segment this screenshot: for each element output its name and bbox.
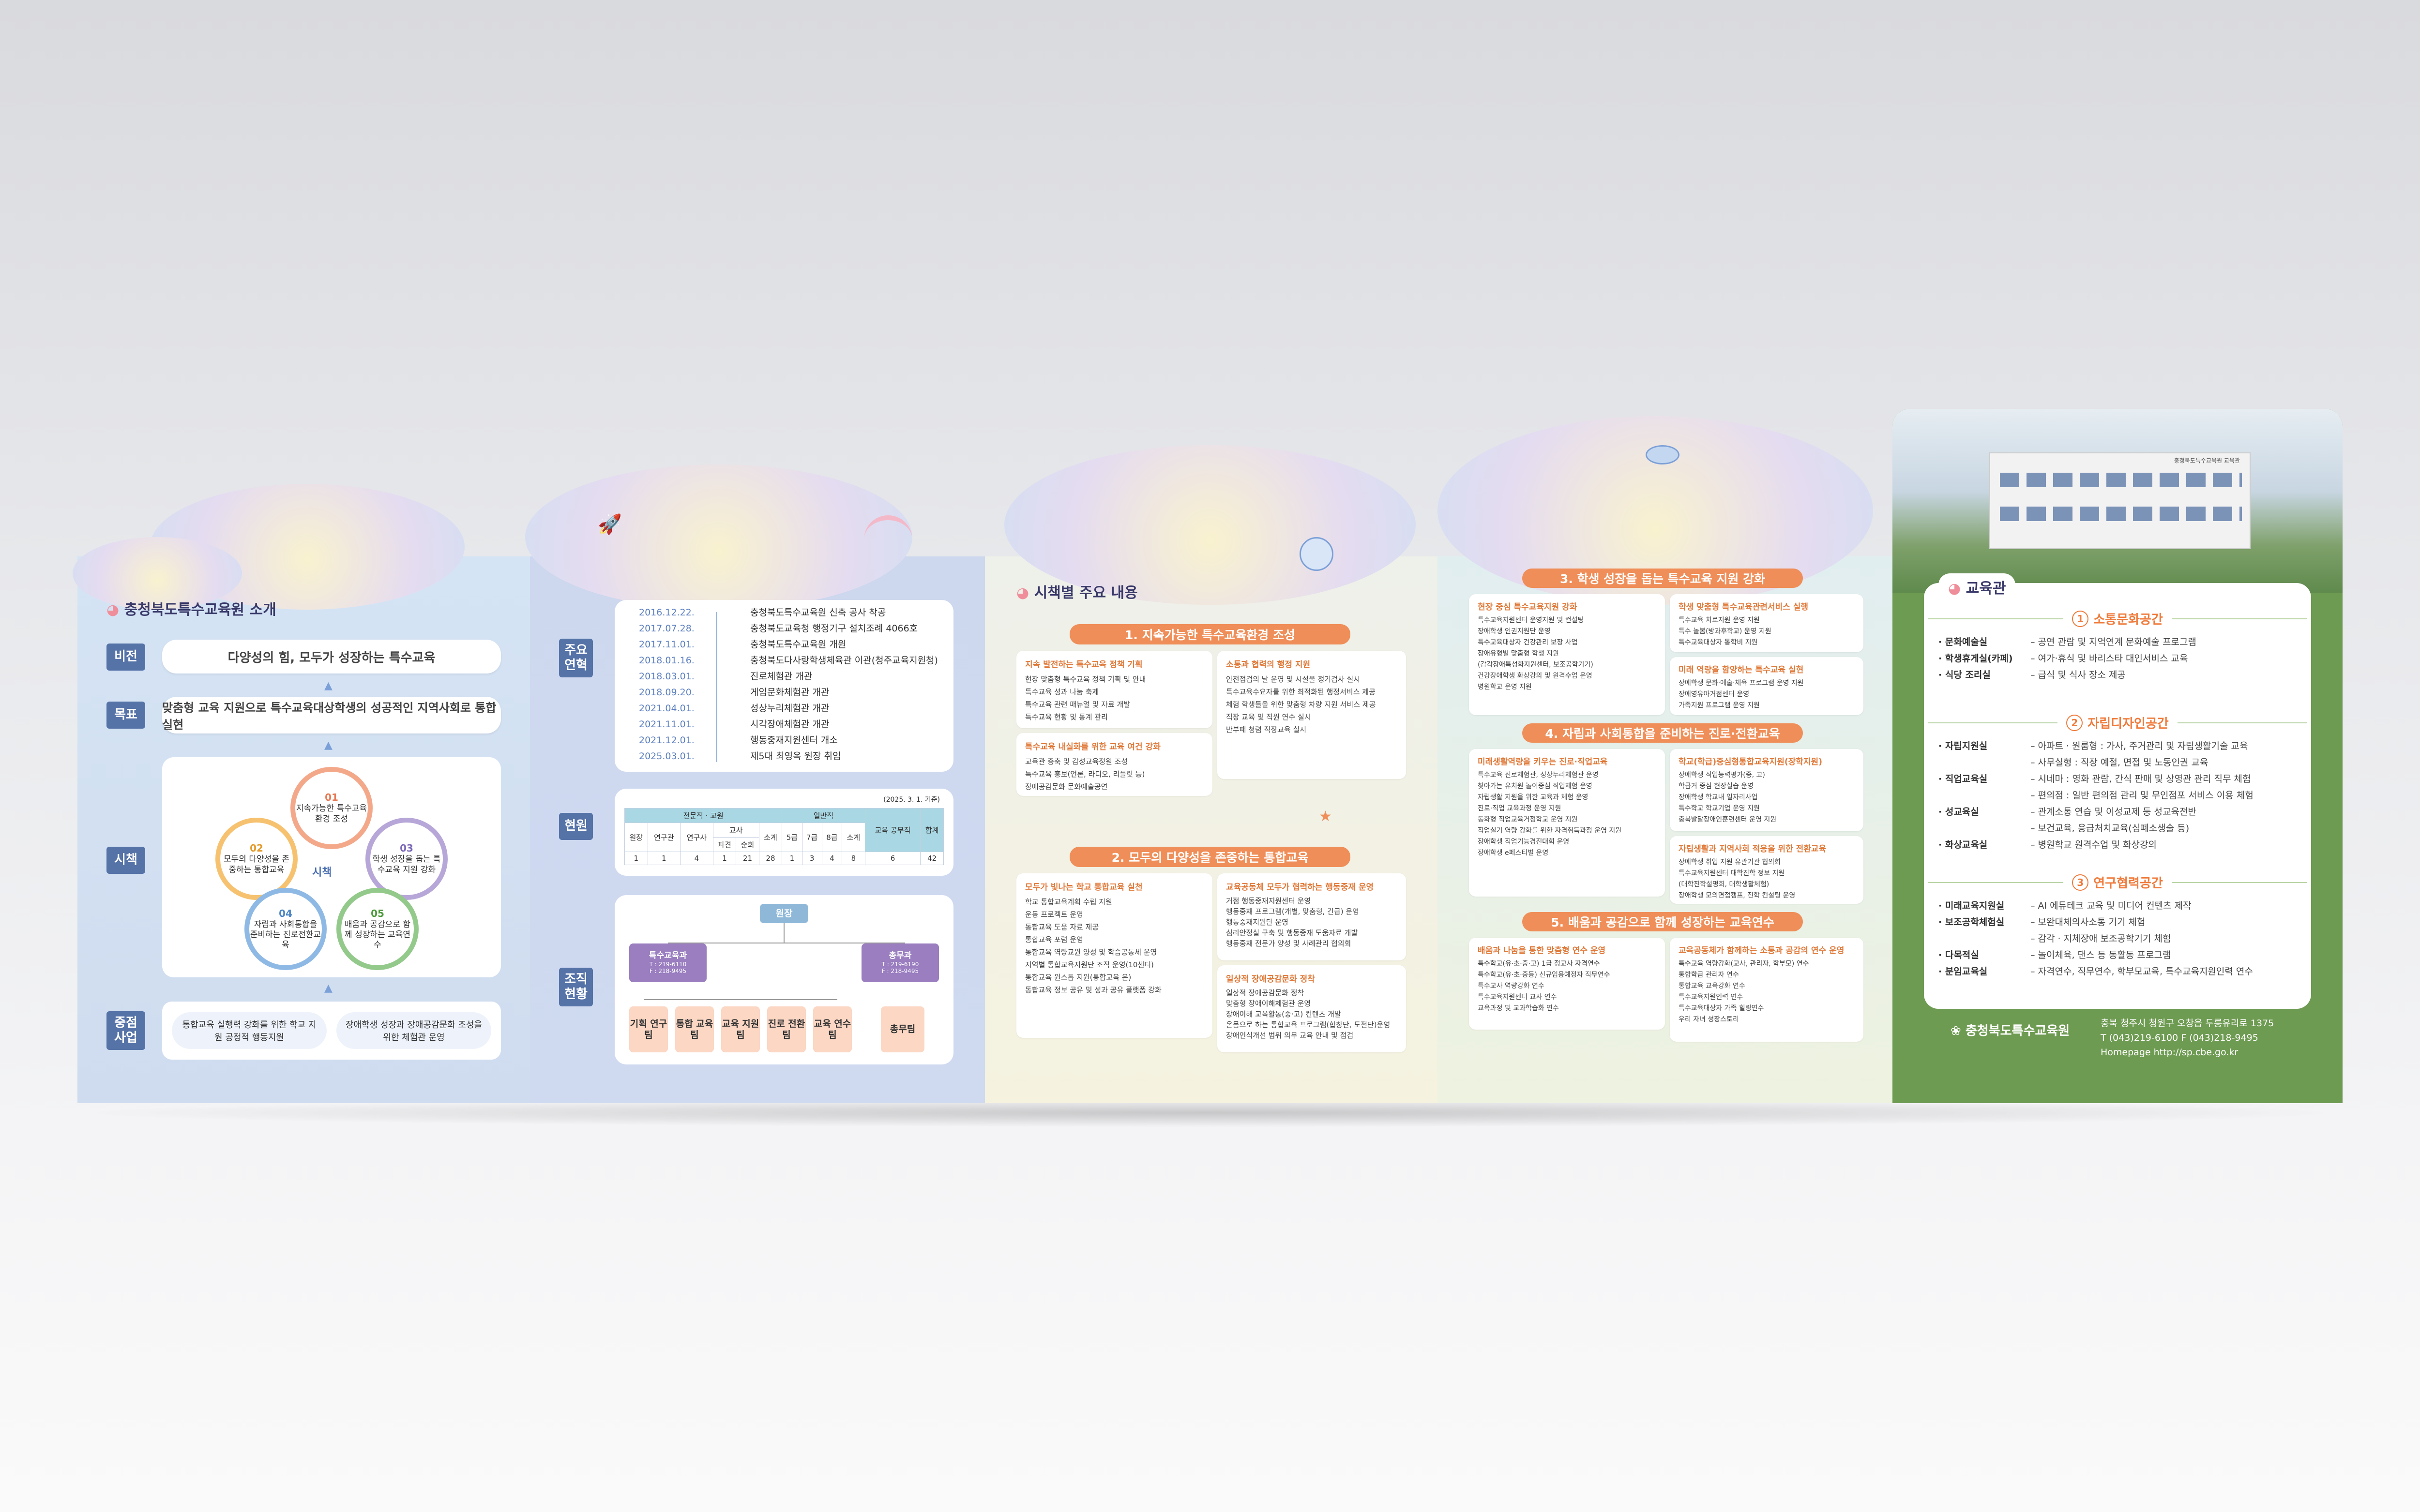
org-team: 기획 연구팀	[629, 1006, 668, 1052]
brain-icon: ◕	[106, 601, 124, 618]
policy-heading-5: 5. 배움과 공감으로 함께 성장하는 교육연수	[1522, 912, 1803, 931]
label-vision: 비전	[106, 644, 145, 671]
label-policy: 시책	[106, 847, 145, 874]
org-team: 통합 교육팀	[675, 1006, 714, 1052]
asof-text: (2025. 3. 1. 기준)	[883, 796, 940, 804]
brain-icon: ◕	[1016, 584, 1034, 601]
facility-rows-2: · 자립지원실– 아파트 · 원룸형 : 가사, 주거관리 및 자립생활기술 교…	[1938, 741, 2254, 850]
star-icon: ★	[1319, 808, 1332, 825]
facility-title: ◕ 교육관	[1938, 573, 2016, 600]
building-icon: 충청북도특수교육원 교육관	[1989, 452, 2251, 549]
history-box: 2016.12.22.2017.07.28.2017.11.01.2018.01…	[615, 600, 953, 772]
brain-icon: ◕	[1948, 580, 1966, 597]
policy-center: 시책	[312, 867, 332, 879]
org-team: 총무팀	[881, 1006, 924, 1052]
chevron-up-icon: ▲	[324, 739, 333, 751]
section-title: ◕ 시책별 주요 내용	[1016, 584, 1138, 601]
org-line	[644, 999, 837, 1000]
focus-box: 통합교육 실행력 강화를 위한 학교 지원 공정적 행동지원 장애학생 성장과 …	[162, 1002, 501, 1060]
address: 충북 청주시 청원구 오창읍 두릉유리로 1375	[2101, 1018, 2274, 1029]
panel-intro: ◕ 충청북도특수교육원 소개 비전 다양성의 힘, 모두가 성장하는 특수교육 …	[73, 484, 530, 1103]
rainbow-icon	[864, 515, 912, 544]
label-focus: 중점 사업	[106, 1011, 145, 1050]
vision-text: 다양성의 힘, 모두가 성장하는 특수교육	[162, 640, 501, 674]
chevron-up-icon: ▲	[324, 982, 333, 994]
cloud-decoration	[1004, 445, 1416, 605]
timeline-line	[716, 612, 717, 762]
label-goal: 목표	[106, 702, 145, 729]
planet-icon	[1646, 445, 1679, 464]
building-photo: 충청북도특수교육원 교육관	[1892, 409, 2343, 593]
label-org: 조직 현황	[559, 968, 593, 1006]
policy-card: 학교(학급)중심형통합교육지원(장학지원)장애학생 직업능력평가(중, 고)학급…	[1670, 749, 1863, 831]
org-line	[784, 923, 785, 943]
org-emblem-icon: ❀	[1951, 1024, 1966, 1038]
org-team: 진로 전환팀	[767, 1006, 806, 1052]
policy-heading-4: 4. 자립과 사회통합을 준비하는 진로·전환교육	[1522, 723, 1803, 743]
focus-item: 장애학생 성장과 장애공감문화 조성을 위한 체험관 운영	[336, 1012, 491, 1049]
chevron-up-icon: ▲	[324, 680, 333, 692]
label-history: 주요 연혁	[559, 639, 593, 677]
facility-rows-3: · 미래교육지원실– AI 에듀테크 교육 및 미디어 컨텐츠 제작 · 보조공…	[1938, 900, 2253, 977]
policy-heading-2: 2. 모두의 다양성을 존중하는 통합교육	[1070, 847, 1350, 867]
cloud-decoration	[525, 464, 912, 610]
policy-heading-1: 1. 지속가능한 특수교육환경 조성	[1070, 624, 1350, 644]
goal-text: 맞춤형 교육 지원으로 특수교육대상학생의 성공적인 지역사회로 통합 실현	[162, 697, 501, 734]
policy-heading-3: 3. 학생 성장을 돕는 특수교육 지원 강화	[1522, 569, 1803, 588]
org-logo: ❀ 충청북도특수교육원	[1951, 1024, 2070, 1038]
phone: T (043)219-6100 F (043)218-9495	[2101, 1033, 2258, 1043]
contact-info: 충북 청주시 청원구 오창읍 두릉유리로 1375 T (043)219-610…	[2101, 1016, 2274, 1060]
panel-history: 🚀 주요 연혁 2016.12.22.2017.07.28.2017.11.01…	[525, 464, 985, 1103]
section-title: ◕ 충청북도특수교육원 소개	[106, 601, 276, 618]
panel-policies-1: ◕ 시책별 주요 내용 1. 지속가능한 특수교육환경 조성 지속 발전하는 특…	[985, 445, 1437, 1103]
org-team: 교육 연수팀	[813, 1006, 852, 1052]
org-team: 교육 지원팀	[721, 1006, 760, 1052]
brochure-shadow	[73, 1098, 2347, 1127]
cloud-decoration	[73, 537, 242, 610]
homepage-link[interactable]: Homepage http://sp.cbe.go.kr	[2101, 1047, 2238, 1058]
rocket-icon: 🚀	[598, 513, 622, 536]
focus-item: 통합교육 실행력 강화를 위한 학교 지원 공정적 행동지원	[172, 1012, 327, 1049]
planet-icon	[1300, 537, 1333, 571]
facility-rows-1: · 문화예술실– 공연 관람 및 지역연계 문화예술 프로그램 · 학생휴게실(…	[1938, 637, 2196, 680]
label-status: 현원	[559, 813, 593, 840]
org-director: 원장	[760, 904, 808, 923]
history-dates: 2016.12.22.2017.07.28.2017.11.01.2018.01…	[639, 607, 695, 762]
